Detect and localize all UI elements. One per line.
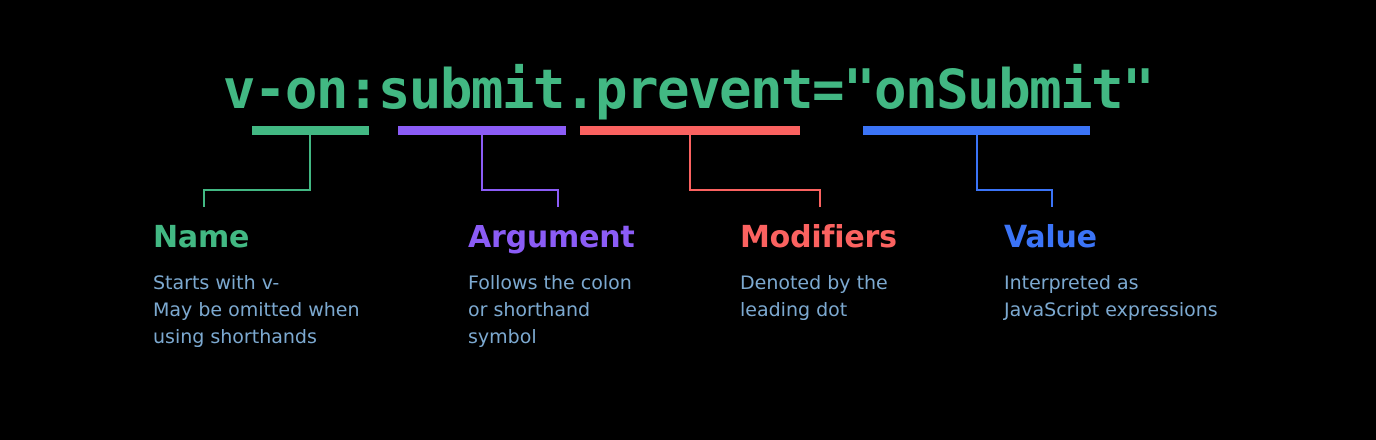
directive-code-expression: v-on:submit.prevent="onSubmit" xyxy=(222,58,1155,121)
part-description-value: Interpreted as JavaScript expressions xyxy=(1004,272,1218,321)
connector-modifiers xyxy=(689,135,821,207)
connector-name xyxy=(203,135,311,207)
part-title-value: Value xyxy=(1004,220,1097,255)
part-title-modifiers: Modifiers xyxy=(740,220,897,255)
underline-bar-modifiers xyxy=(580,126,800,135)
part-description-modifiers: Denoted by the leading dot xyxy=(740,272,888,321)
part-title-name: Name xyxy=(153,220,250,255)
part-description-name: Starts with v- May be omitted when using… xyxy=(153,272,360,348)
part-title-argument: Argument xyxy=(468,220,635,255)
connector-argument xyxy=(481,135,559,207)
part-description-argument: Follows the colon or shorthand symbol xyxy=(468,272,632,348)
underline-bar-name xyxy=(252,126,369,135)
underline-bar-argument xyxy=(398,126,566,135)
connector-value xyxy=(976,135,1053,207)
underline-bar-value xyxy=(863,126,1090,135)
